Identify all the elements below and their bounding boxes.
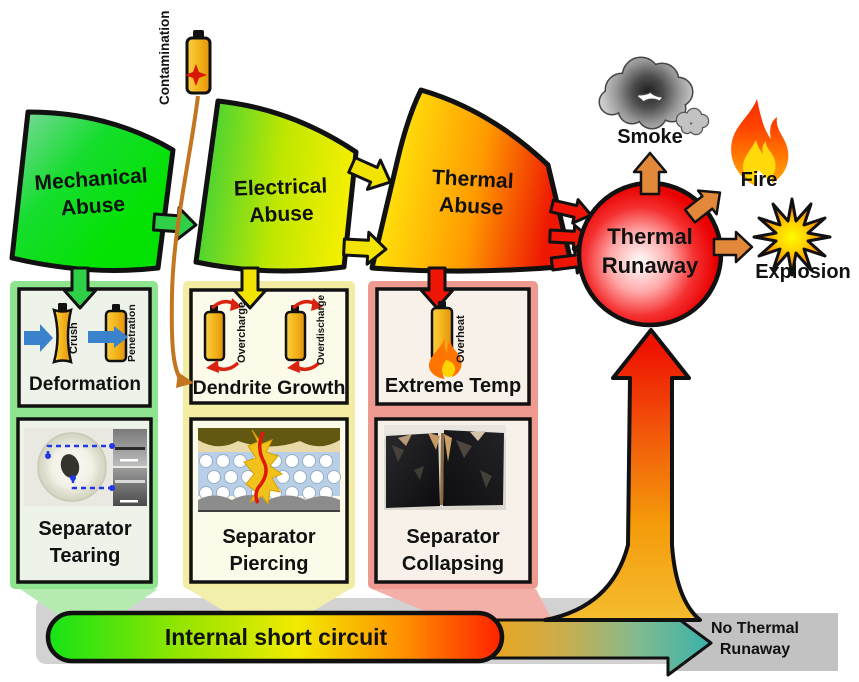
elec-to-therm-arrow-upper — [347, 156, 392, 191]
starburst-icon — [752, 197, 832, 277]
overdischarge-label: Overdischarge — [316, 294, 327, 366]
dendrite-growth-label: Dendrite Growth — [192, 377, 346, 399]
separator-piercing-label: Separator Piercing — [222, 526, 316, 575]
contamination-path — [169, 95, 200, 388]
separator-tearing-label: Separator Tearing — [38, 518, 132, 567]
stage-label-thermal: Thermal Abuse — [431, 165, 515, 220]
separator-collapsing-label: Separator Collapsing — [401, 526, 505, 575]
outcome-arrows — [632, 151, 754, 264]
internal-short-circuit-label: Internal short circuit — [164, 624, 388, 650]
mechanical-abuse-fan — [9, 109, 176, 273]
penetration-label: Penetration — [126, 304, 138, 362]
contamination-label: Contamination — [157, 10, 172, 106]
smoke-label: Smoke — [617, 126, 683, 148]
overheat-label: Overheat — [455, 315, 467, 363]
smoke-cloud-icon — [598, 56, 710, 136]
elec-down-arrow — [232, 266, 268, 310]
separator-collapsing-photo — [384, 425, 506, 510]
elec-to-therm-arrow-lower — [342, 230, 388, 266]
no-thermal-runaway-label: No Thermal Runaway — [710, 620, 799, 658]
separator-tearing-photo — [24, 428, 147, 506]
thermal-abuse-fan — [369, 87, 575, 274]
stage-label-electrical: Electrical Abuse — [233, 174, 328, 228]
explosion-label: Explosion — [755, 261, 851, 283]
explosion-arrow — [712, 230, 754, 264]
battery-cycle-icon — [284, 298, 323, 373]
fire-arrow — [683, 189, 722, 224]
separator-piercing-schematic — [198, 428, 341, 512]
stage-label-mechanical: Mechanical Abuse — [33, 164, 149, 221]
crush-label: Crush — [68, 322, 80, 354]
crushed-battery-icon — [24, 303, 73, 364]
deformation-label: Deformation — [29, 374, 141, 395]
smoke-arrow — [632, 151, 668, 196]
therm-down-arrow — [419, 266, 455, 310]
flame-icon — [731, 99, 789, 186]
battery-cycle-icon — [203, 298, 242, 373]
overcharge-label: Overcharge — [236, 301, 248, 363]
short-circuit-to-runaway-arrow — [543, 328, 702, 622]
funnel-yellow — [188, 589, 350, 616]
funnel-green — [20, 589, 158, 616]
battery-spark-icon — [185, 30, 212, 95]
thermal-runaway-label: Thermal Runaway — [601, 224, 699, 278]
mech-down-arrow — [62, 266, 98, 310]
electrical-abuse-fan — [193, 98, 359, 274]
extreme-temp-label: Extreme Temp — [384, 375, 522, 397]
pierced-battery-icon — [88, 304, 128, 363]
funnel-red — [372, 589, 554, 624]
battery-flame-icon — [428, 301, 462, 379]
internal-short-circuit-bar — [45, 610, 505, 664]
fire-label: Fire — [740, 169, 778, 191]
